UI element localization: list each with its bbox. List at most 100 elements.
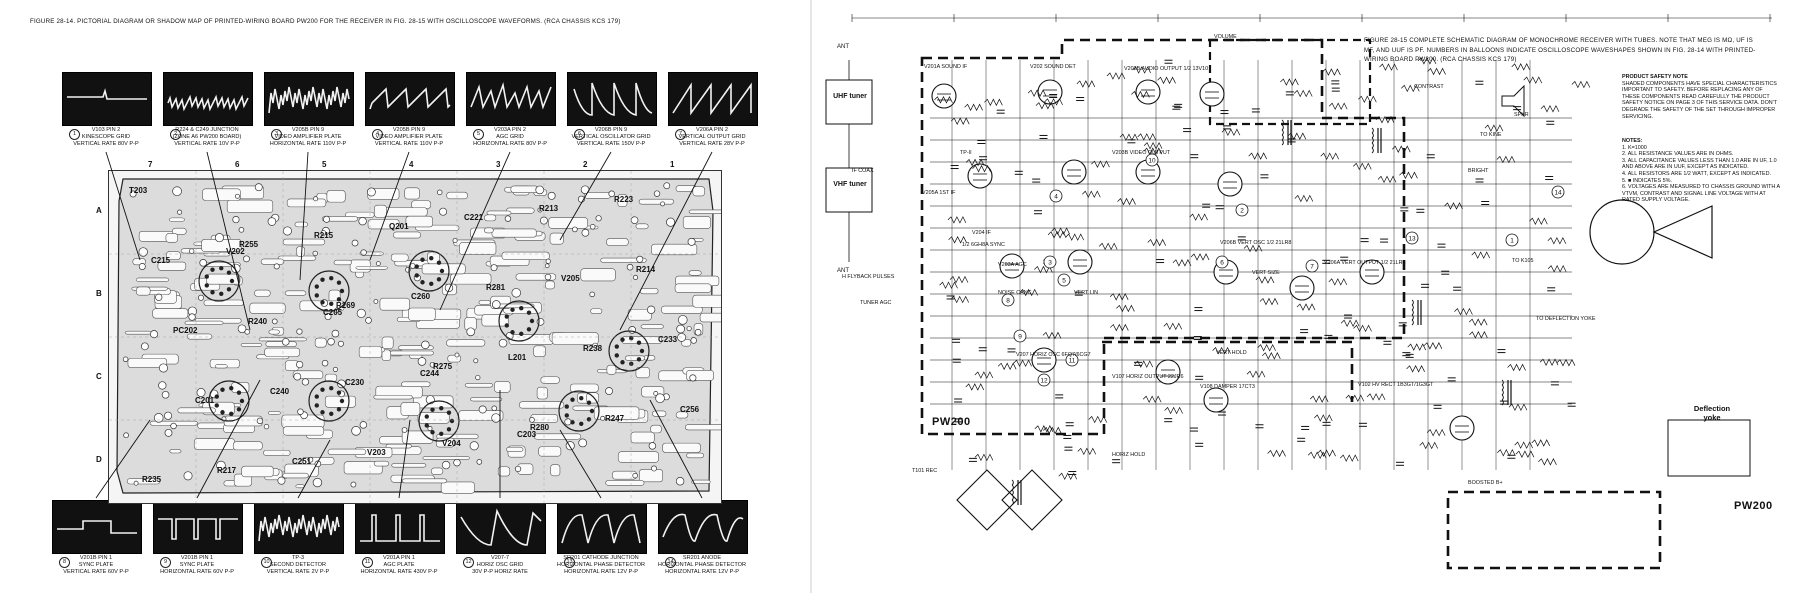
scope-caption-line: VERTICAL RATE 2V P-P [266,569,330,576]
scope-caption-line: HORIZONTAL RATE 80V P-P [473,141,547,148]
schematic-stage-label: V201A SOUND IF [924,64,968,70]
schematic-stage-label: 1/2 6GH8A SYNC [962,242,1005,248]
waveform-balloon-2: 2 [1235,203,1249,217]
scope-caption-line: V103 PIN 2 [91,127,121,133]
left-page: FIGURE 28-14. PICTORIAL DIAGRAM OR SHADO… [0,0,810,593]
scope-caption-line: SR201 CATHODE JUNCTION [563,555,639,561]
waveform-balloon-14: 14 [1551,185,1565,199]
waveform-balloon-4: 4 [1049,189,1063,203]
waveform-trace [258,514,340,542]
schematic-stage-label: VERT LIN [1074,290,1099,296]
scope-caption-line: 30V P-P HORIZ RATE [472,569,528,576]
pcb-component-label: R275 [433,362,453,371]
oscilloscope-screen [62,72,152,126]
waveform-balloon-13: 13 [1405,231,1419,245]
safety-text: SHADED COMPONENTS HAVE SPECIAL CHARACTER… [1622,80,1777,120]
oscilloscope-screen [52,500,142,554]
schematic-stage-label: V108 DAMPER 17CT3 [1200,384,1255,390]
svg-text:8: 8 [1006,298,1010,305]
pcb-column-label: 6 [235,160,240,169]
pcb-column-label: 4 [409,160,414,169]
scope-caption-line: VERTICAL RATE 60V P-P [63,569,129,576]
scope-caption-line: VERTICAL RATE 80V P-P [73,141,139,148]
waveform-trace [573,82,653,116]
waveform-balloon-9: 9 [1013,329,1027,343]
pcb-component-label: Q201 [389,222,409,231]
scope-caption-line: VIDEO AMPLIFIER PLATE [375,134,443,141]
schematic-stage-label: SPKR [1514,112,1529,118]
pcb-component-label: R223 [614,195,634,204]
waveform-number-balloon: 5 [473,129,484,140]
waveform-number-balloon: 10 [261,557,272,568]
waveform-number-balloon: 3 [271,129,282,140]
schematic-stage-label: TO KINE [1480,132,1502,138]
scope-caption-line: SYNC PLATE [179,562,215,569]
scope-caption-line: HORIZ OSC GRID [476,562,524,569]
schematic-note-item: 3. ALL CAPACITANCE VALUES LESS THAN 1.0 … [1622,157,1777,171]
schematic-stage-label: V202 SOUND DET [1030,64,1076,70]
pcb-component-label: R281 [486,283,506,292]
pcb-component-label: L201 [508,353,527,362]
pcb-component-label: R215 [314,231,334,240]
waveform-balloon-12: 12 [1037,373,1051,387]
scope-caption-line: VERTICAL RATE 10V P-P [174,141,240,148]
schematic-note-item: 6. VOLTAGES ARE MEASURED TO CHASSIS GROU… [1622,184,1780,204]
schematic-stage-label: TP-II [960,150,972,156]
scope-caption-line: AGC PLATE [383,562,415,569]
scope-caption-line: HORIZONTAL PHASE DETECTOR [657,562,747,569]
schematic-note-item: 2. ALL RESISTANCE VALUES ARE IN OHMS. [1622,151,1734,158]
waveform-balloon-10: 10 [1145,153,1159,167]
pcb-component-label: R240 [248,317,268,326]
svg-text:7: 7 [1310,264,1314,271]
scope-caption-line: VERTICAL RATE 110V P-P [374,141,444,148]
vhf-tuner-label: VHF tuner [833,181,867,188]
svg-text:9: 9 [1018,334,1022,341]
schematic-note-item: 4. ALL RESISTORS ARE 1/2 WATT, EXCEPT AS… [1622,170,1771,177]
schematic-stage-label: HORIZ HOLD [1112,452,1146,458]
svg-text:1: 1 [1510,238,1514,245]
scope-caption-line: HORIZONTAL RATE 110V P-P [269,141,347,148]
figure-caption-28-15: FIGURE 28-15 COMPLETE SCHEMATIC DIAGRAM … [1364,37,1756,63]
scope-caption-line: V201B PIN 1 [180,555,214,561]
oscilloscope-screen [264,72,354,126]
pcb-component-label: R214 [636,265,656,274]
schematic-stage-label: H flyback pulses [842,274,895,280]
scope-caption-line: HORIZONTAL RATE 12V P-P [564,569,638,576]
schematic-stage-label: TO K105 [1512,258,1534,264]
schematic-note-item: 5. ■ INDICATES 5%. [1622,177,1672,184]
schematic-stage-label: V202B AUDIO OUTPUT 1/2 13V10 [1124,66,1209,72]
waveform-trace [369,87,451,110]
svg-text:2: 2 [1240,208,1244,215]
figure-caption-28-14: FIGURE 28-14. PICTORIAL DIAGRAM OR SHADO… [30,18,621,25]
pcb-component-label: V205 [561,274,580,283]
schematic-stage-label: T101 REC [912,468,938,474]
oscilloscope-screen [658,500,748,554]
pcb-component-label: C203 [517,430,537,439]
scope-caption-line: V201A PIN 1 [382,555,416,561]
scope-caption-line: SECOND DETECTOR [269,562,327,569]
ant-label-top: ANT [837,44,849,50]
schematic-stage-label: V107 HORIZ OUTPUT 22JR6 [1112,374,1184,380]
waveform-balloon-6: 6 [1215,255,1229,269]
scope-caption-line: HORIZONTAL PHASE DETECTOR [556,562,646,569]
schematic-stage-label: NOISE CANC [998,290,1032,296]
oscilloscope-screen [668,72,758,126]
oscilloscope-screen [466,72,556,126]
scope-caption-line: VERTICAL RATE 150V P-P [576,141,646,148]
waveform-balloon-1: 1 [1505,233,1519,247]
schematic-stage-label: V207 HORIZ OSC 6FQ7/6CG7 [1016,352,1091,358]
scope-caption-line: HORIZONTAL RATE 60V P-P [160,569,234,576]
pcb-column-label: 2 [583,160,588,169]
deflection-yoke-label: Deflection yoke [1693,404,1731,422]
scope-caption: R224 & C249 JUNCTION(ZONE A6 PW200 BOARD… [153,127,261,149]
scope-caption-line: V205B PIN 9 [392,127,426,133]
